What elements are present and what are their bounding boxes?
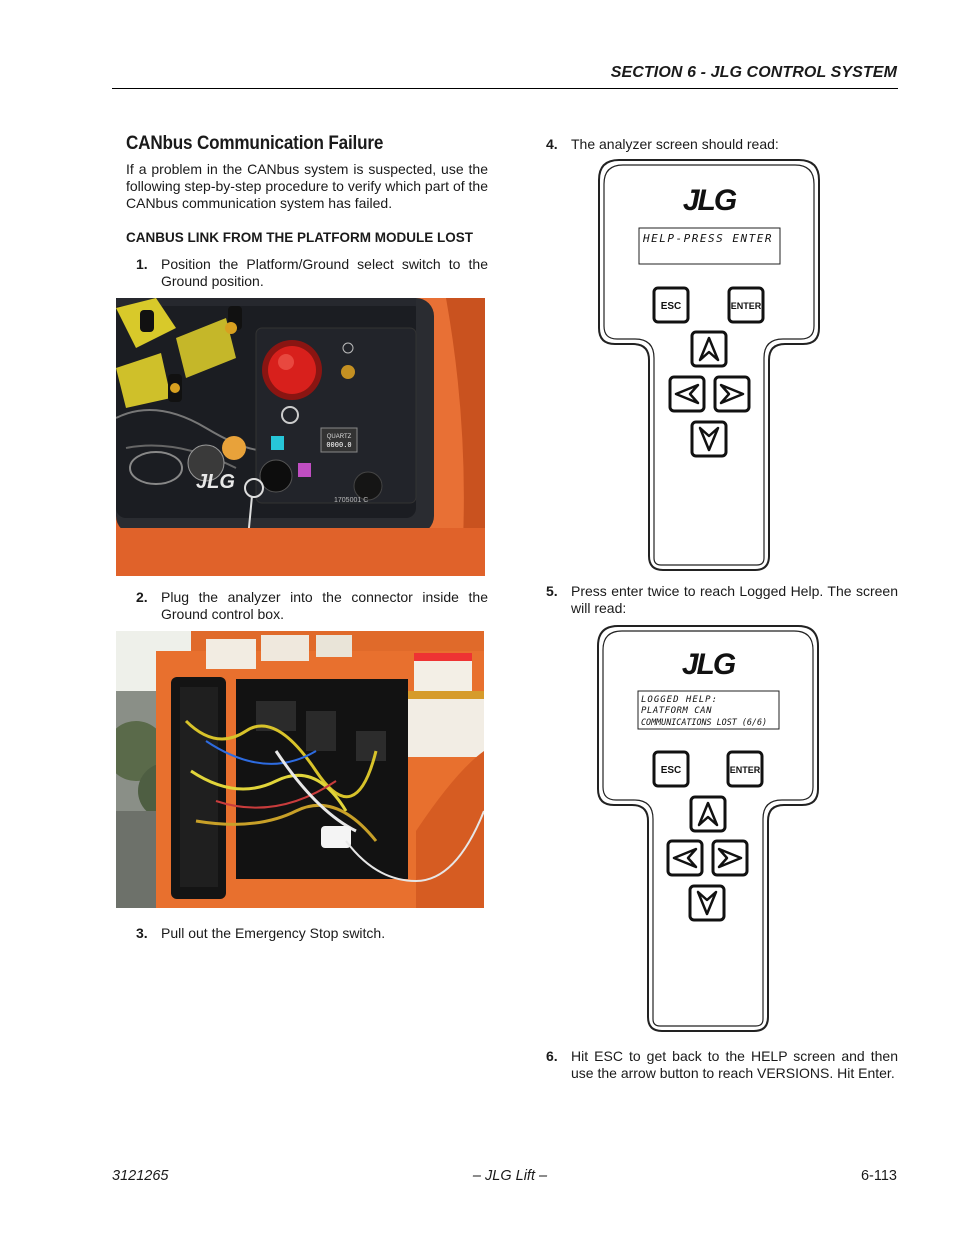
step-3: 3. Pull out the Emergency Stop switch. bbox=[136, 925, 488, 942]
hourmeter-label: QUARTZ bbox=[327, 434, 352, 440]
arrow-up-icon bbox=[697, 801, 719, 827]
footer-doc-number: 3121265 bbox=[112, 1168, 169, 1184]
analyzer-illustration-help: JLG HELP-PRESS ENTER ESC ENTER bbox=[597, 158, 821, 573]
enter-button[interactable]: ENTER bbox=[727, 286, 765, 324]
lcd-line-2: PLATFORM CAN bbox=[641, 706, 712, 716]
arrow-down-icon bbox=[698, 426, 720, 452]
jlg-panel-logo: JLG bbox=[196, 471, 235, 493]
lcd-line-1: LOGGED HELP: bbox=[641, 695, 718, 705]
jlg-logo: JLG bbox=[683, 184, 737, 217]
arrow-down-button[interactable] bbox=[688, 884, 726, 922]
step-text: The analyzer screen should read: bbox=[571, 136, 779, 152]
step-text: Plug the analyzer into the connector ins… bbox=[161, 589, 488, 622]
lcd-line-1: HELP-PRESS ENTER bbox=[642, 232, 773, 245]
analyzer-illustration-logged-help: JLG LOGGED HELP: PLATFORM CAN COMMUNICAT… bbox=[596, 624, 820, 1034]
arrow-up-button[interactable] bbox=[689, 795, 727, 833]
page-title: CANbus Communication Failure bbox=[126, 133, 384, 154]
enter-label: ENTER bbox=[731, 301, 762, 311]
jlg-logo: JLG bbox=[682, 648, 736, 681]
panel-model-label: 1705001 C bbox=[334, 497, 368, 504]
arrow-left-button[interactable] bbox=[668, 375, 706, 413]
intro-paragraph: If a problem in the CANbus system is sus… bbox=[126, 161, 488, 211]
arrow-left-button[interactable] bbox=[666, 839, 704, 877]
step-number: 1. bbox=[136, 256, 148, 272]
step-text: Position the Platform/Ground select swit… bbox=[161, 256, 488, 289]
esc-button[interactable]: ESC bbox=[652, 750, 690, 788]
section-header: SECTION 6 - JLG CONTROL SYSTEM bbox=[610, 64, 897, 81]
lcd-line-3: COMMUNICATIONS LOST (6/6) bbox=[641, 717, 767, 727]
step-number: 2. bbox=[136, 589, 148, 605]
arrow-right-button[interactable] bbox=[711, 839, 749, 877]
arrow-up-button[interactable] bbox=[690, 330, 728, 368]
enter-label: ENTER bbox=[730, 765, 761, 775]
step-text: Pull out the Emergency Stop switch. bbox=[161, 925, 386, 941]
step-number: 3. bbox=[136, 925, 148, 941]
arrow-down-button[interactable] bbox=[690, 420, 728, 458]
enter-button[interactable]: ENTER bbox=[726, 750, 764, 788]
esc-label: ESC bbox=[661, 765, 682, 776]
step-number: 5. bbox=[546, 583, 558, 599]
control-panel-photo: QUARTZ 0000.0 1705001 C JLG bbox=[116, 298, 485, 576]
arrow-down-icon bbox=[696, 890, 718, 916]
esc-label: ESC bbox=[661, 301, 682, 312]
esc-button[interactable]: ESC bbox=[652, 286, 690, 324]
arrow-left-icon bbox=[672, 847, 698, 869]
step-number: 4. bbox=[546, 136, 558, 152]
header-rule bbox=[112, 88, 898, 89]
step-text: Hit ESC to get back to the HELP screen a… bbox=[571, 1048, 898, 1081]
subsection-heading: CANBUS LINK FROM THE PLATFORM MODULE LOS… bbox=[126, 230, 473, 245]
arrow-left-icon bbox=[674, 383, 700, 405]
footer-page-number: 6-113 bbox=[860, 1168, 897, 1184]
arrow-right-button[interactable] bbox=[713, 375, 751, 413]
step-6: 6. Hit ESC to get back to the HELP scree… bbox=[546, 1048, 898, 1082]
step-2: 2. Plug the analyzer into the connector … bbox=[136, 589, 488, 623]
ground-control-box-photo bbox=[116, 631, 484, 908]
step-5: 5. Press enter twice to reach Logged Hel… bbox=[546, 583, 898, 617]
svg-text:0000.0: 0000.0 bbox=[326, 441, 351, 449]
step-4: 4. The analyzer screen should read: bbox=[546, 136, 898, 153]
step-1: 1. Position the Platform/Ground select s… bbox=[136, 256, 488, 290]
arrow-right-icon bbox=[719, 383, 745, 405]
step-text: Press enter twice to reach Logged Help. … bbox=[571, 583, 898, 616]
step-number: 6. bbox=[546, 1048, 558, 1064]
arrow-right-icon bbox=[717, 847, 743, 869]
arrow-up-icon bbox=[698, 336, 720, 362]
footer-center: – JLG Lift – bbox=[472, 1168, 548, 1184]
